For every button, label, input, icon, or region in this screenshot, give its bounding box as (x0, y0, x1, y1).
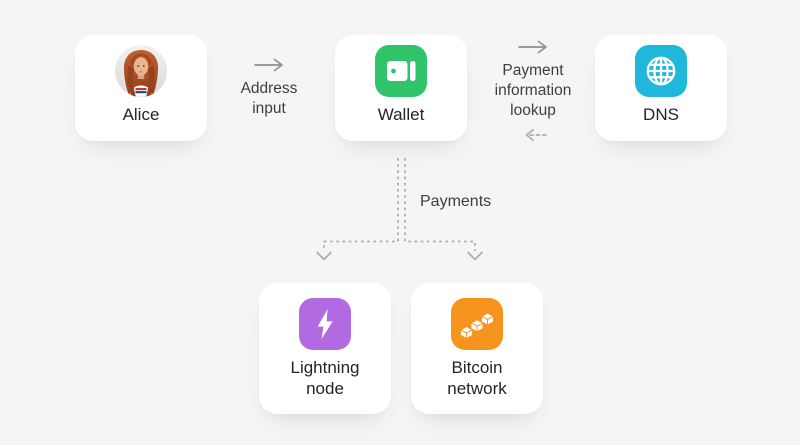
node-label-wallet: Wallet (377, 105, 425, 124)
edge-label-address-input: Address input (240, 80, 298, 117)
arrow-right-icon (254, 58, 283, 72)
node-label-dns: DNS (643, 105, 679, 124)
edge-label-payment-lookup: Payment information lookup (494, 62, 572, 119)
edge-label-payments: Payments (420, 193, 492, 210)
edge-payment-lookup: Payment information lookup (486, 39, 580, 142)
node-label-alice: Alice (122, 105, 160, 124)
globe-icon (635, 45, 687, 97)
blockchain-cubes-icon (451, 298, 503, 350)
node-label-lightning: Lightning node (290, 358, 360, 398)
wallet-icon (375, 45, 427, 97)
edge-address-input: Address input (229, 57, 309, 119)
node-bitcoin: Bitcoin network (411, 283, 543, 414)
alice-avatar-photo (115, 45, 167, 97)
node-label-bitcoin: Bitcoin network (447, 358, 507, 398)
node-alice: Alice (75, 35, 207, 141)
arrow-right-icon (518, 40, 547, 54)
lightning-bolt-icon (299, 298, 351, 350)
dashed-arrow-left-icon (525, 128, 547, 142)
node-dns: DNS (595, 35, 727, 141)
node-wallet: Wallet (335, 35, 467, 141)
node-lightning: Lightning node (259, 283, 391, 414)
